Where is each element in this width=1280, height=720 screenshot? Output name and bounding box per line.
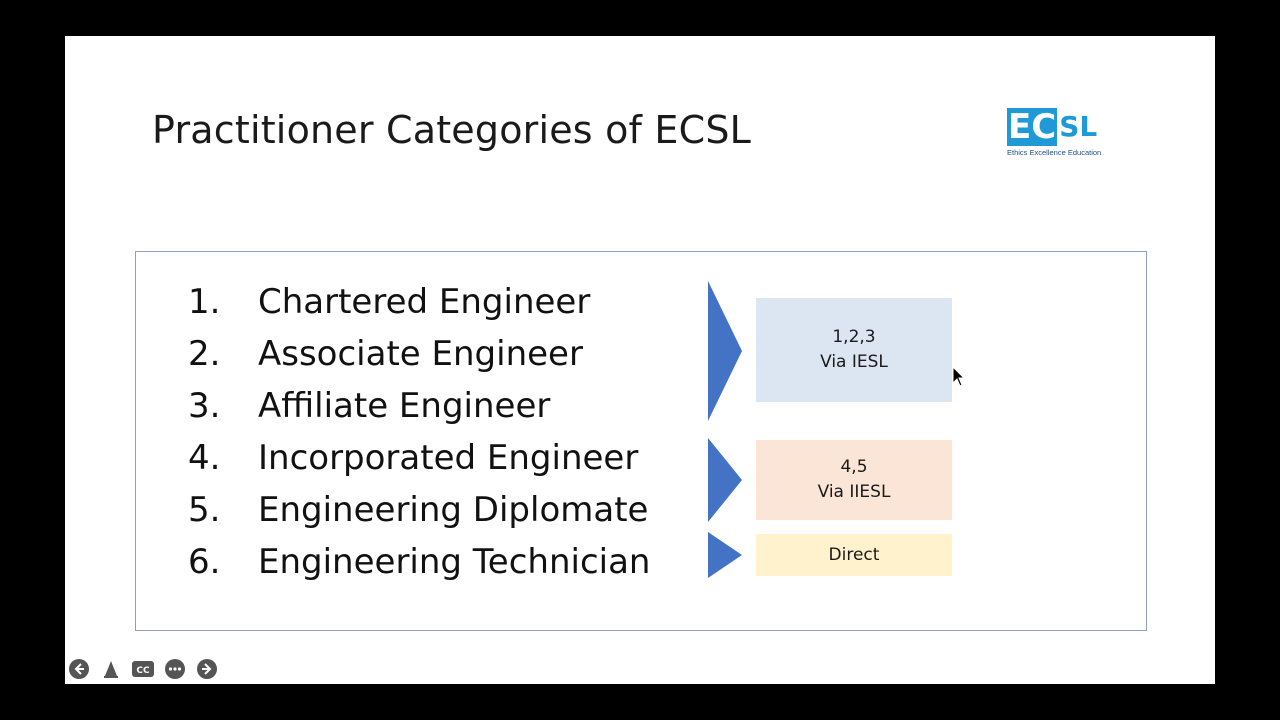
list-item: 5. Engineering Diplomate [188,484,650,536]
route-box-iesl: 1,2,3 Via IESL [756,298,952,402]
list-item-label: Engineering Diplomate [258,490,649,530]
list-item-number: 2. [188,334,221,374]
ecsl-logo: EC SL Ethics Excellence Education [1007,108,1115,162]
list-item: 3. Affiliate Engineer [188,380,650,432]
route-via: Via IESL [820,352,888,372]
logo-tagline: Ethics Excellence Education [1007,148,1102,157]
arrow-right-icon [708,438,742,522]
player-controls: CC [67,657,219,681]
route-categories: 1,2,3 [832,327,876,347]
list-item-label: Affiliate Engineer [258,386,551,426]
list-item-number: 1. [188,282,221,322]
list-item-label: Associate Engineer [258,334,583,374]
list-item-label: Incorporated Engineer [258,438,639,478]
list-item-number: 6. [188,542,221,582]
list-item: 2. Associate Engineer [188,328,650,380]
route-box-direct: Direct [756,534,952,576]
more-icon[interactable] [163,657,187,681]
list-item-number: 4. [188,438,221,478]
list-item: 1. Chartered Engineer [188,276,650,328]
mouse-pointer-icon [952,366,966,387]
slide-title: Practitioner Categories of ECSL [152,108,752,152]
route-label: Direct [828,544,880,565]
list-item-number: 5. [188,490,221,530]
categories-box: 1. Chartered Engineer 2. Associate Engin… [135,251,1147,631]
arrow-right-icon [708,532,742,578]
logo-sl-text: SL [1059,110,1098,143]
list-item-label: Engineering Technician [258,542,651,582]
arrow-right-icon [708,281,742,421]
route-categories: 4,5 [840,457,868,477]
route-box-iiesl: 4,5 Via IIESL [756,440,952,520]
next-icon[interactable] [195,657,219,681]
captions-icon[interactable]: CC [131,657,155,681]
list-item-number: 3. [188,386,221,426]
logo-ec-text: EC [1007,107,1058,147]
svg-text:CC: CC [136,666,150,676]
previous-icon[interactable] [67,657,91,681]
route-via: Via IIESL [817,482,891,502]
list-item: 6. Engineering Technician [188,536,650,588]
slide: Practitioner Categories of ECSL EC SL Et… [65,36,1215,684]
category-list: 1. Chartered Engineer 2. Associate Engin… [188,276,650,588]
pointer-icon[interactable] [99,657,123,681]
list-item-label: Chartered Engineer [258,282,591,322]
list-item: 4. Incorporated Engineer [188,432,650,484]
